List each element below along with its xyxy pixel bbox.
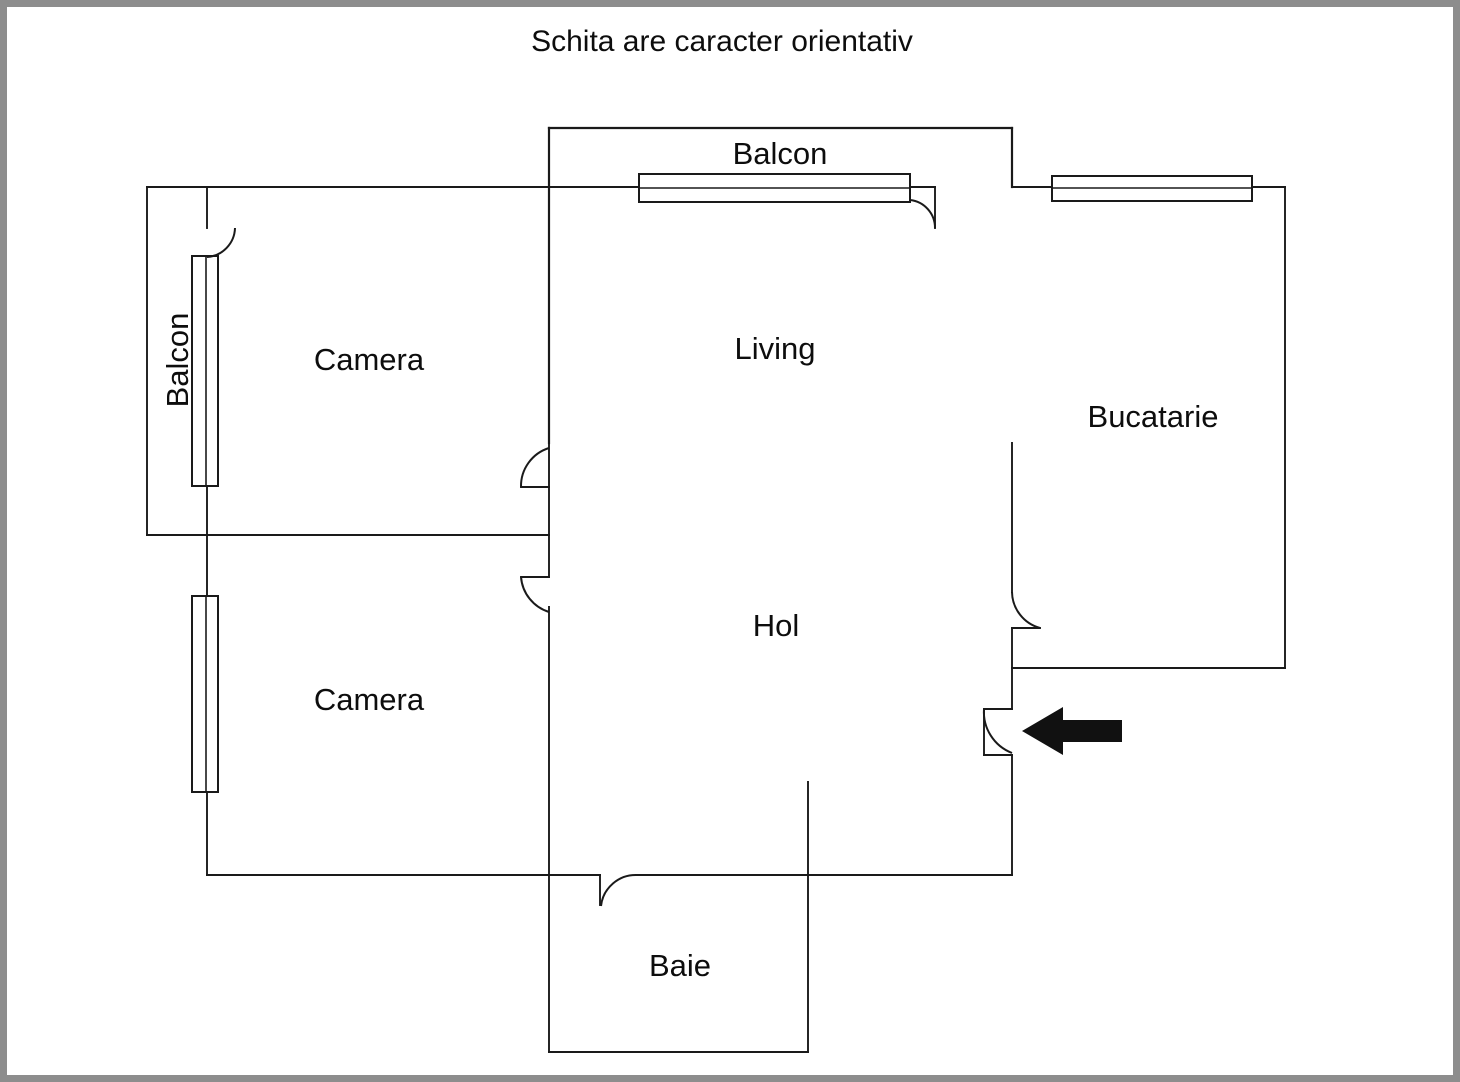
room-label-hol: Hol <box>753 608 800 643</box>
window-group <box>191 173 1253 793</box>
wall-group <box>146 126 1286 1053</box>
door-group <box>206 199 1041 907</box>
door-entry-arc <box>982 708 1013 754</box>
window-camera-bottom <box>191 595 219 793</box>
door-camera-top-arc <box>519 447 550 488</box>
room-label-living: Living <box>735 331 816 366</box>
page-title: Schita are caracter orientativ <box>531 25 913 58</box>
entrance-arrow <box>1022 707 1122 755</box>
door-balcon-left-arc <box>206 227 236 258</box>
window-balcon-left <box>191 255 219 487</box>
room-label-baie: Baie <box>649 948 711 983</box>
door-balcon-top-arc <box>909 199 937 229</box>
room-label-camera-bottom: Camera <box>314 682 425 717</box>
room-label-camera-top: Camera <box>314 342 425 377</box>
window-balcon-top <box>638 173 911 203</box>
room-label-balcon-top: Balcon <box>733 136 828 171</box>
room-label-bucatarie: Bucatarie <box>1088 399 1219 434</box>
room-label-balcon-left: Balcon <box>160 313 195 408</box>
door-baie-arc <box>600 873 638 907</box>
door-bucatarie-arc <box>1011 591 1041 629</box>
window-bucatarie <box>1051 175 1253 202</box>
door-camera-bottom-arc <box>520 576 550 613</box>
room-label-group: Balcon Balcon Camera Camera Living Hol B… <box>160 136 1218 983</box>
